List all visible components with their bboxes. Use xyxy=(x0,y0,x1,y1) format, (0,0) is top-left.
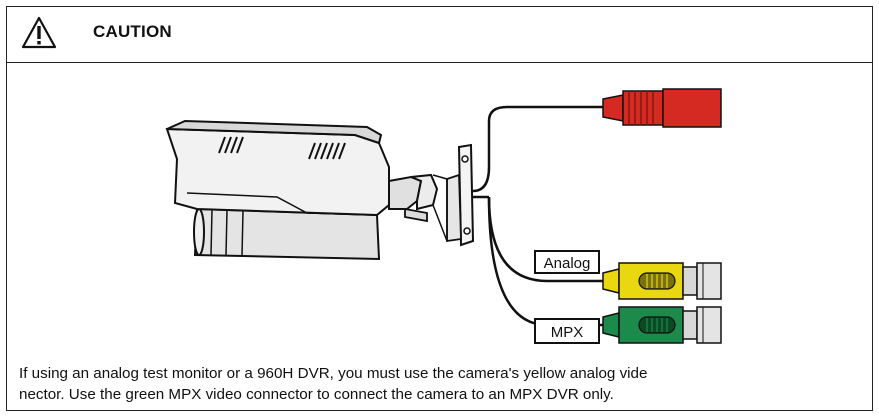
cable-lines xyxy=(472,105,603,327)
mpx-label-box: MPX xyxy=(534,318,600,344)
caution-box: CAUTION xyxy=(6,6,873,411)
power-connector xyxy=(602,88,722,128)
camera-cable-diagram: Analog MPX xyxy=(165,88,722,344)
mpx-label: MPX xyxy=(551,324,584,341)
analog-label: Analog xyxy=(544,255,591,272)
warning-triangle-icon xyxy=(21,16,57,49)
caution-title: CAUTION xyxy=(93,22,172,41)
analog-label-box: Analog xyxy=(534,250,600,274)
caption-line-2: nector. Use the green MPX video connecto… xyxy=(19,386,614,403)
caption-line-1: If using an analog test monitor or a 960… xyxy=(19,365,648,382)
caution-caption: If using an analog test monitor or a 960… xyxy=(19,363,872,405)
analog-connector xyxy=(602,262,722,300)
camera-illustration xyxy=(165,119,475,261)
caution-header: CAUTION xyxy=(7,7,872,63)
mpx-connector xyxy=(602,306,722,344)
